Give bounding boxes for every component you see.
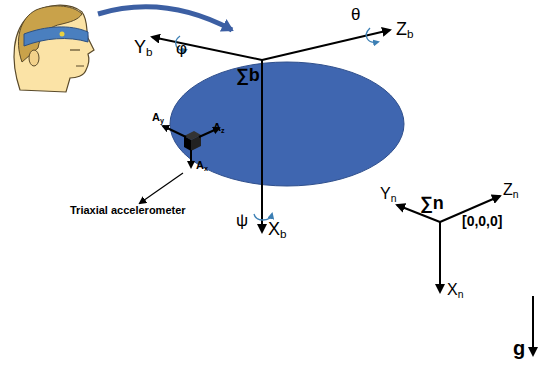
gravity-label: g: [513, 338, 525, 358]
body-axes: [152, 30, 390, 232]
sensor-axis-label: Az: [213, 122, 225, 135]
frame-label: ∑b: [236, 66, 260, 84]
frame-label: ∑n: [420, 194, 444, 212]
rotation-label: φ: [176, 40, 187, 57]
leader-line: [140, 173, 183, 203]
gravity-arrow: [532, 296, 534, 355]
sensor-axis-label: Ay: [152, 112, 164, 125]
rotation-label: ψ: [236, 212, 248, 229]
accelerometer: [163, 126, 219, 167]
axis-label: Zb: [396, 20, 414, 40]
axis-label: Yn: [380, 186, 396, 204]
head-illustration: [14, 5, 94, 92]
origin-label: [0,0,0]: [462, 214, 502, 228]
sensor-axis-label: Ax: [196, 160, 208, 173]
transfer-arrow: [98, 7, 232, 30]
rotation-arcs: [176, 28, 378, 220]
rotation-label: θ: [351, 6, 360, 23]
nav-axes: [397, 196, 500, 292]
axis-label: Xb: [268, 220, 287, 240]
component-label: Triaxial accelerometer: [70, 205, 186, 216]
axis-label: Yb: [134, 38, 153, 58]
axis-label: Zn: [503, 182, 519, 200]
sensor-disc: [170, 62, 404, 186]
axis-label: Xn: [447, 282, 463, 300]
